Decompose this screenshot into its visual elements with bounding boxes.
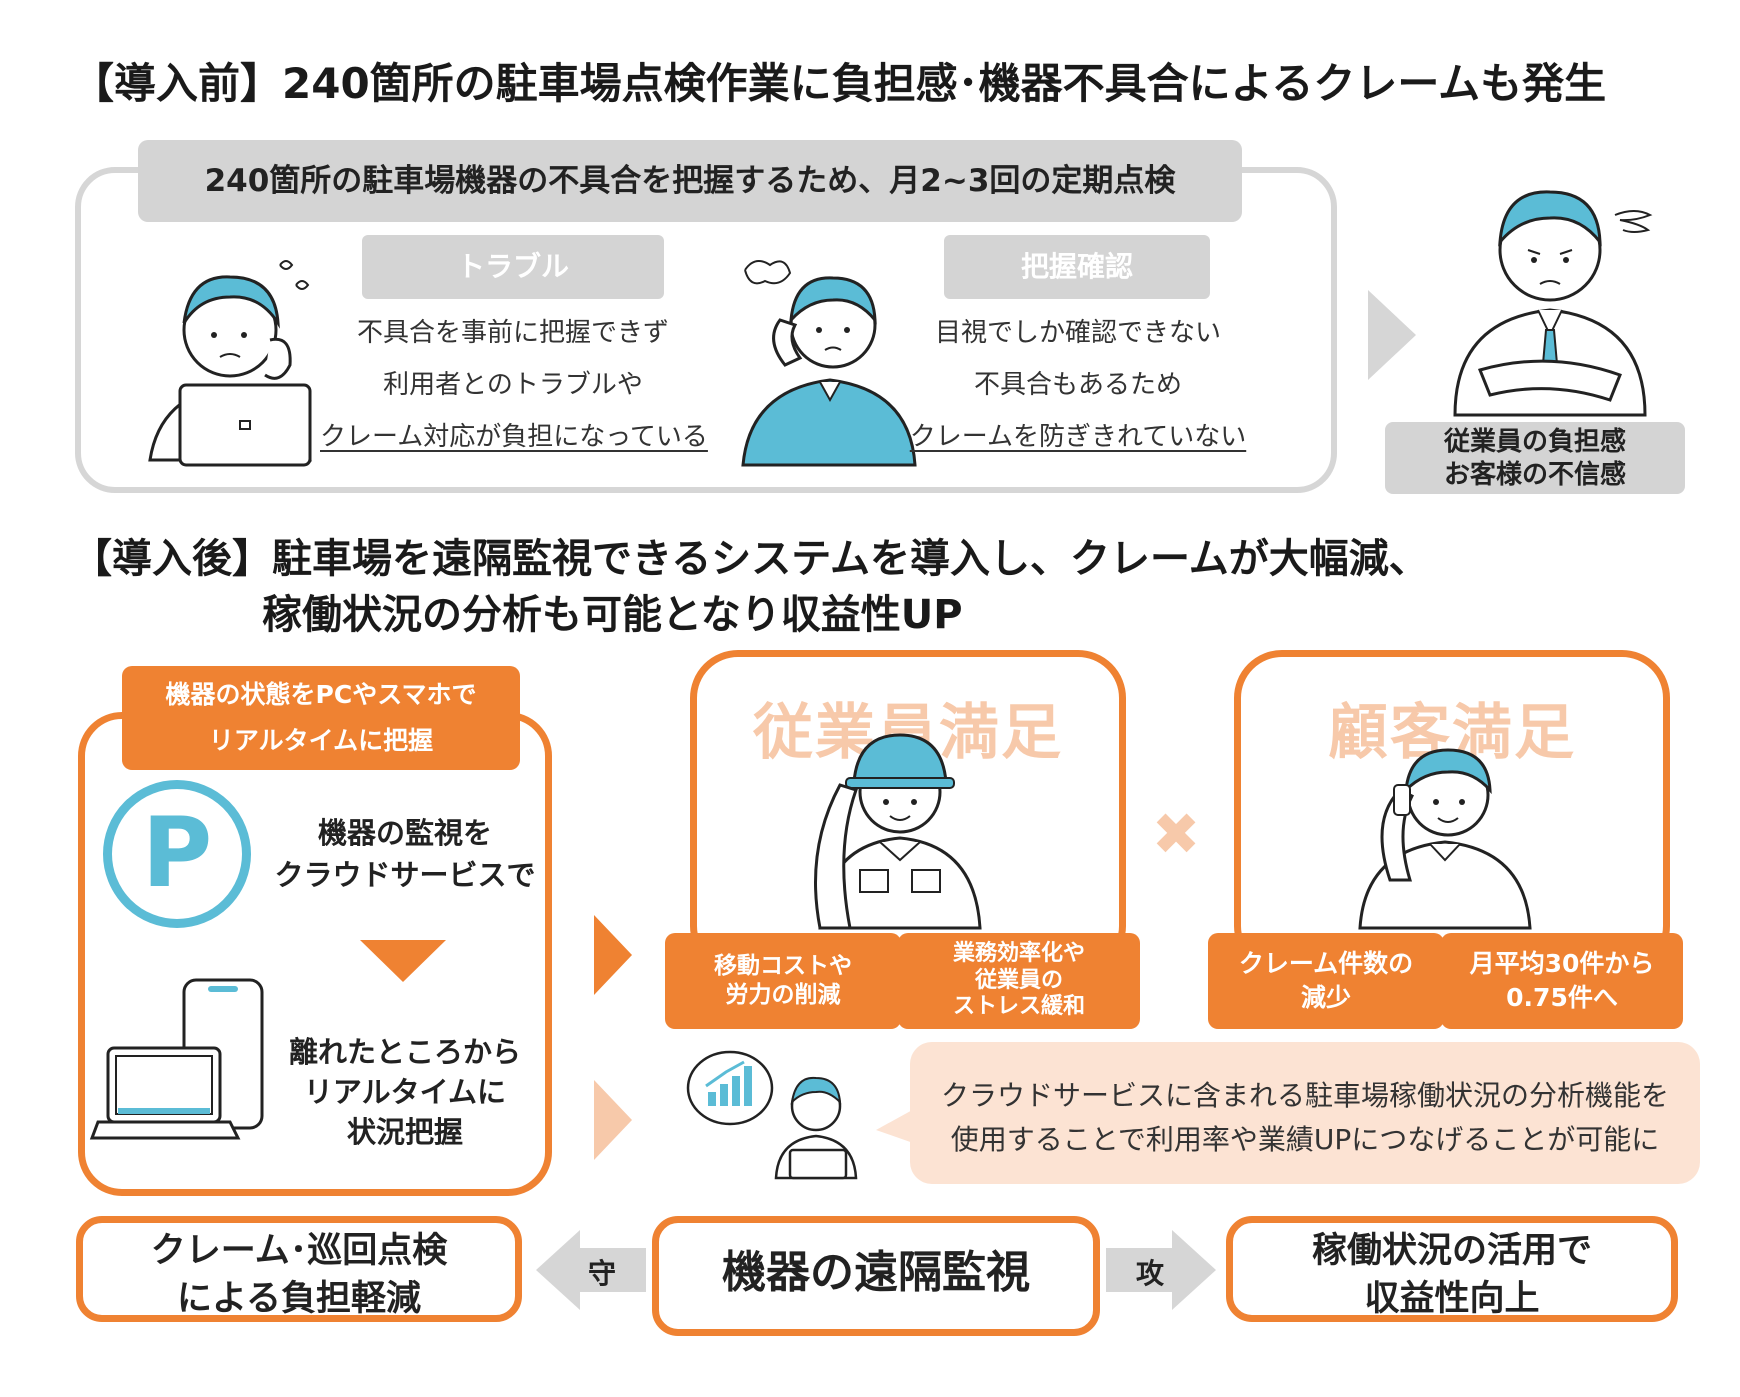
after-heading-line-1: 【導入後】駐車場を遠隔監視できるシステムを導入し、クレームが大幅減、 — [72, 536, 1429, 582]
after-heading-line-2: 稼働状況の分析も可能となり収益性UP — [262, 592, 963, 638]
check-label: 把握確認 — [944, 235, 1210, 299]
profit-line-2: 収益性向上 — [1364, 1279, 1540, 1319]
remote-line-1: 離れたところから — [288, 1035, 521, 1069]
customer-box-2-line-1: 月平均30件から — [1469, 949, 1655, 979]
employee-box-2: 業務効率化や 従業員の ストレス緩和 — [898, 933, 1140, 1029]
tag-line-1: 機器の状態をPCやスマホで — [165, 680, 477, 709]
employee-box-2-line-1: 業務効率化や — [952, 941, 1085, 967]
monitor-line-2: クラウドサービスで — [274, 858, 536, 892]
tag-line-2: リアルタイムに把握 — [208, 726, 434, 755]
analysis-text: クラウドサービスに含まれる駐車場稼働状況の分析機能を 使用することで利用率や業績… — [910, 1074, 1700, 1162]
monitor-text: 機器の監視を クラウドサービスで — [270, 812, 540, 896]
trouble-line-1: 不具合を事前に把握できず — [356, 318, 669, 348]
customer-box-1: クレーム件数の 減少 — [1208, 933, 1444, 1029]
profitability-box: 稼働状況の活用で 収益性向上 — [1226, 1216, 1678, 1322]
parking-p-symbol: P — [141, 797, 213, 909]
parking-p-icon: P — [103, 780, 251, 928]
employee-box-2-line-3: ストレス緩和 — [952, 994, 1085, 1020]
customer-box-1-line-1: クレーム件数の — [1238, 949, 1414, 979]
burden-reduction-box: クレーム･巡回点検 による負担軽減 — [76, 1216, 522, 1322]
worker-laptop-illustration — [148, 260, 312, 467]
defend-label: 守 — [587, 1257, 616, 1290]
trouble-line-2: 利用者とのトラブルや — [383, 370, 643, 400]
analysis-bubble — [910, 1042, 1700, 1184]
monitor-line-1: 機器の監視を — [317, 816, 492, 850]
customer-box-2-line-2: 0.75件へ — [1506, 983, 1618, 1012]
customer-box-2: 月平均30件から 0.75件へ — [1441, 933, 1683, 1029]
remote-text: 離れたところから リアルタイムに 状況把握 — [270, 1032, 540, 1152]
customer-box-1-line-2: 減少 — [1300, 983, 1351, 1012]
light-arrow-icon — [594, 1080, 632, 1160]
gray-arrow-icon — [1368, 290, 1416, 380]
attack-arrow-icon — [1106, 1230, 1216, 1310]
attack-label: 攻 — [1135, 1257, 1164, 1290]
analysis-line-1: クラウドサービスに含まれる駐車場稼働状況の分析機能を — [940, 1079, 1669, 1112]
left-panel-tag: 機器の状態をPCやスマホで リアルタイムに把握 — [122, 666, 520, 770]
analysis-line-2: 使用することで利用率や業績UPにつなげることが可能に — [950, 1123, 1660, 1156]
before-result-box: 従業員の負担感 お客様の不信感 — [1385, 422, 1685, 494]
check-line-3: クレームを防ぎきれていない — [909, 422, 1247, 452]
devices-icon — [89, 978, 264, 1140]
times-icon: ✖ — [1151, 800, 1201, 868]
profit-line-1: 稼働状況の活用で — [1311, 1231, 1592, 1271]
check-line-1: 目視でしか確認できない — [934, 318, 1221, 348]
trouble-label: トラブル — [362, 235, 664, 299]
result-line-2: お客様の不信感 — [1443, 460, 1626, 490]
employee-box-1-line-1: 移動コストや — [714, 952, 852, 979]
analysis-illustration — [686, 1050, 858, 1180]
customer-phone-illustration — [1358, 748, 1532, 930]
check-line-2: 不具合もあるため — [973, 370, 1182, 400]
remote-line-3: 状況把握 — [346, 1115, 463, 1149]
employee-box-2-line-2: 従業員の — [974, 967, 1063, 993]
before-heading: 【導入前】240箇所の駐車場点検作業に負担感･機器不具合によるクレームも発生 — [72, 59, 1607, 108]
down-arrow-icon — [360, 940, 446, 982]
orange-arrow-icon — [594, 915, 632, 995]
defend-arrow-icon — [536, 1230, 646, 1310]
worker-helmet-illustration — [814, 733, 982, 930]
burden-line-1: クレーム･巡回点検 — [150, 1231, 448, 1271]
employee-box-1-line-2: 労力の削減 — [725, 982, 841, 1008]
remote-line-2: リアルタイムに — [303, 1075, 507, 1109]
remote-monitoring-box: 機器の遠隔監視 — [652, 1216, 1100, 1336]
trouble-line-3: クレーム対応が負担になっている — [320, 422, 708, 452]
worried-employee-illustration — [1453, 190, 1653, 417]
burden-line-2: による負担軽減 — [177, 1279, 421, 1319]
frustrated-man-phone-illustration — [741, 260, 917, 467]
result-line-1: 従業員の負担感 — [1443, 427, 1626, 457]
before-banner: 240箇所の駐車場機器の不具合を把握するため、月2~3回の定期点検 — [138, 140, 1242, 222]
bubble-tail-icon — [876, 1108, 916, 1144]
employee-box-1: 移動コストや 労力の削減 — [665, 933, 901, 1029]
